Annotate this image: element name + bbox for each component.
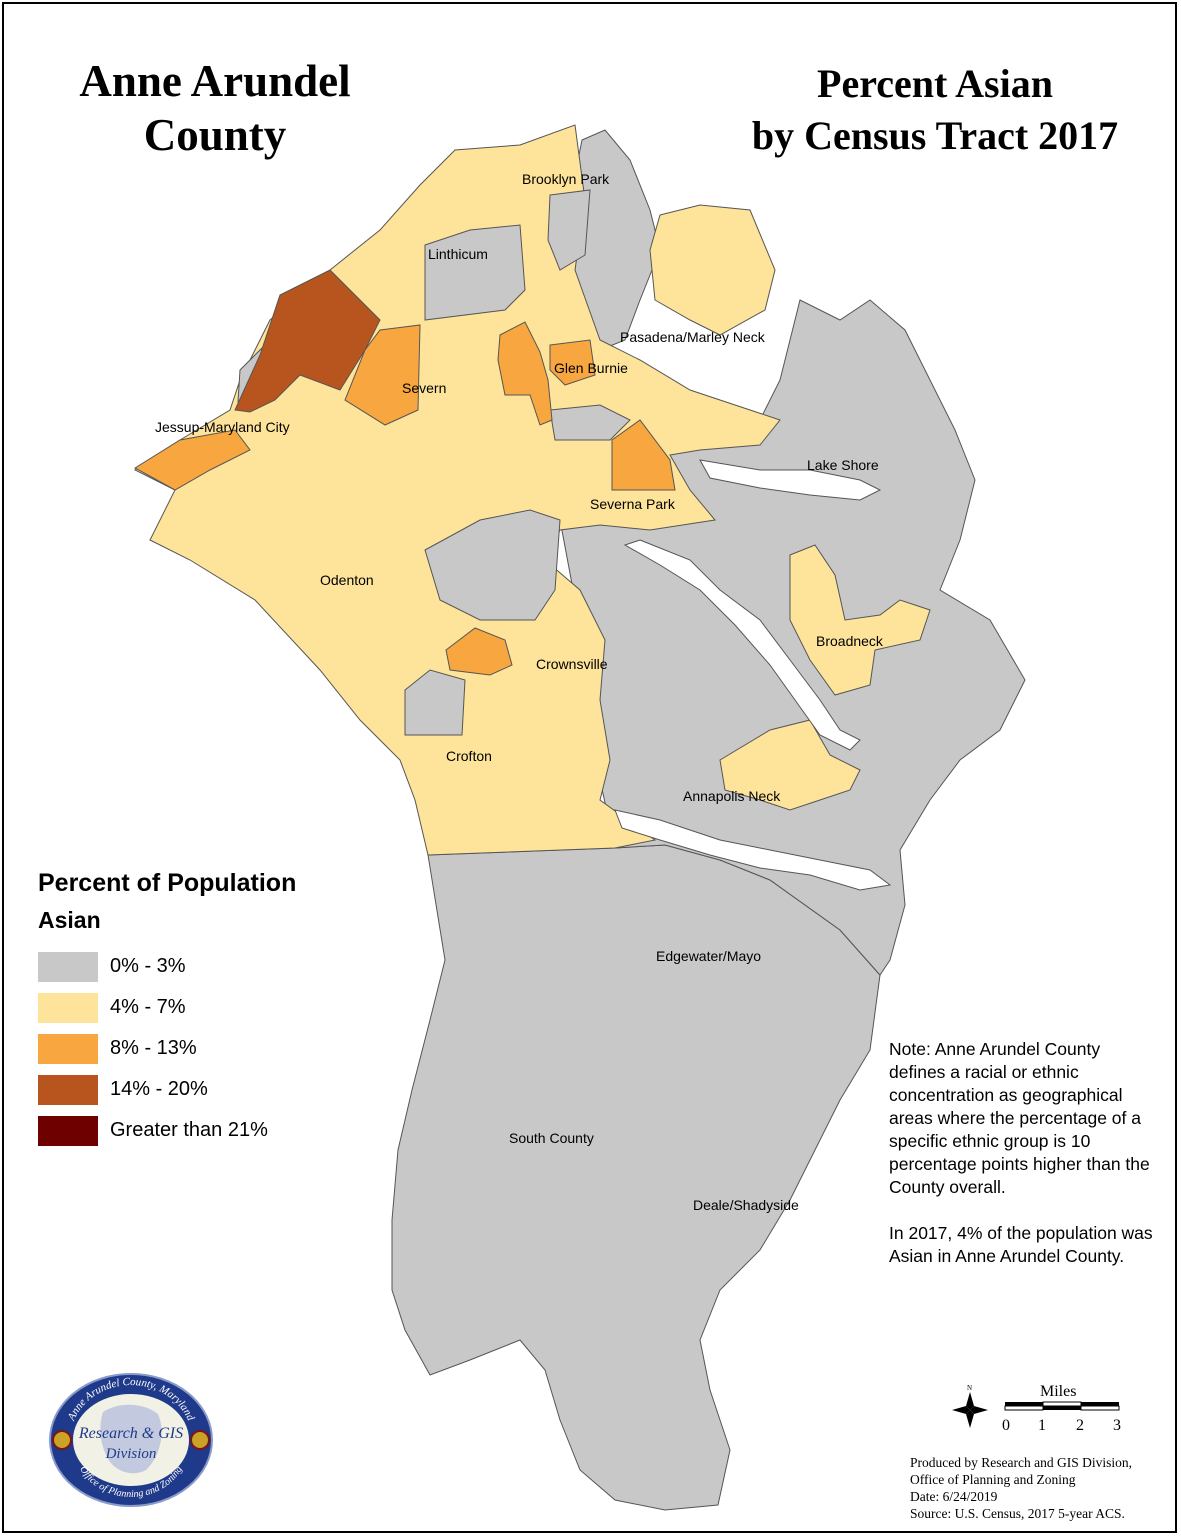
credit-line: Date: 6/24/2019 <box>910 1489 998 1504</box>
county-title-line1: Anne Arundel <box>79 56 351 106</box>
south-river <box>614 809 892 891</box>
region-crownsville-mid[interactable] <box>445 627 513 676</box>
label-south-county: South County <box>509 1130 594 1146</box>
legend-label: 4% - 7% <box>110 996 186 1018</box>
svg-text:N: N <box>967 1384 972 1392</box>
region-crofton-gray[interactable] <box>404 669 466 736</box>
map-title-line2: by Census Tract 2017 <box>751 113 1119 158</box>
label-annapolis-neck: Annapolis Neck <box>683 788 781 804</box>
legend-swatch <box>38 951 98 982</box>
region-south-county[interactable] <box>391 844 881 1511</box>
credit-line: Produced by Research and GIS Division, <box>910 1455 1132 1470</box>
legend: Percent of Population Asian 0% - 3% 4% -… <box>38 866 296 1151</box>
legend-item: 4% - 7% <box>38 987 296 1028</box>
label-linthicum: Linthicum <box>428 246 488 262</box>
region-jessup-high[interactable] <box>234 269 381 413</box>
map-title: Percent Asian by Census Tract 2017 <box>720 58 1150 162</box>
legend-subtitle: Asian <box>38 907 101 933</box>
region-severna-park-mid[interactable] <box>611 419 676 491</box>
legend-label: Greater than 21% <box>110 1119 268 1141</box>
scale-tick: 0 <box>1002 1417 1010 1434</box>
label-deale-shadyside: Deale/Shadyside <box>693 1197 799 1213</box>
region-glen-burnie-mid[interactable] <box>497 321 553 426</box>
label-glen-burnie: Glen Burnie <box>554 360 628 376</box>
legend-swatch <box>38 1115 98 1146</box>
label-odenton: Odenton <box>320 572 374 588</box>
label-broadneck: Broadneck <box>816 633 884 649</box>
label-jessup: Jessup-Maryland City <box>155 419 290 435</box>
seal-icon <box>190 1430 210 1450</box>
legend-swatch <box>38 992 98 1023</box>
legend-item: 8% - 13% <box>38 1028 296 1069</box>
concentration-note: Note: Anne Arundel County defines a raci… <box>889 1038 1159 1291</box>
region-brooklyn-park-tract[interactable] <box>547 189 591 271</box>
region-severn-mid[interactable] <box>344 324 421 426</box>
legend-item: 0% - 3% <box>38 946 296 987</box>
research-gis-logo: Anne Arundel County, Maryland Office of … <box>49 1373 213 1507</box>
credits: Produced by Research and GIS Division, O… <box>910 1454 1175 1522</box>
scale-tick: 3 <box>1113 1417 1121 1434</box>
magothy-river <box>699 459 882 501</box>
region-broadneck[interactable] <box>789 544 931 696</box>
label-crofton: Crofton <box>446 748 492 764</box>
county-title-line2: County <box>143 110 287 160</box>
scale-segments <box>1004 1401 1120 1411</box>
label-brooklyn-park: Brooklyn Park <box>522 171 610 187</box>
legend-label: 14% - 20% <box>110 1078 208 1100</box>
logo-center-line1: Research & GIS <box>78 1425 183 1442</box>
region-maryland-city-mid[interactable] <box>134 429 251 491</box>
county-title: Anne Arundel County <box>40 54 390 162</box>
label-severn: Severn <box>402 380 446 396</box>
seal-icon <box>52 1430 72 1450</box>
note-county-share: In 2017, 4% of the population was Asian … <box>889 1223 1153 1266</box>
region-annapolis-neck[interactable] <box>719 719 861 811</box>
logo-center-line2: Division <box>105 1446 157 1462</box>
north-arrow-icon: N <box>952 1384 988 1428</box>
region-glen-burnie-mid-2[interactable] <box>549 339 596 386</box>
region-glen-burnie-gray[interactable] <box>549 404 631 441</box>
region-crownsville-gray[interactable] <box>424 509 561 621</box>
legend-swatch <box>38 1033 98 1064</box>
label-severna-park: Severna Park <box>590 496 676 512</box>
scale-bar: N Miles 0 1 2 3 <box>952 1383 1121 1434</box>
map-title-line1: Percent Asian <box>817 61 1053 106</box>
legend-title: Percent of Population <box>38 869 297 897</box>
label-pasadena: Pasadena/Marley Neck <box>620 329 766 345</box>
label-crownsville: Crownsville <box>536 656 608 672</box>
label-edgewater-mayo: Edgewater/Mayo <box>656 948 761 964</box>
region-marley-neck[interactable] <box>649 204 776 336</box>
credit-line: Source: U.S. Census, 2017 5-year ACS. <box>910 1506 1125 1521</box>
scale-unit: Miles <box>1040 1383 1076 1400</box>
legend-label: 8% - 13% <box>110 1037 197 1059</box>
legend-label: 0% - 3% <box>110 955 186 977</box>
note-definition: Note: Anne Arundel County defines a raci… <box>889 1039 1150 1197</box>
place-labels: Brooklyn Park Linthicum Pasadena/Marley … <box>155 171 884 1213</box>
scale-tick: 2 <box>1076 1417 1084 1434</box>
legend-item: 14% - 20% <box>38 1069 296 1110</box>
label-lake-shore: Lake Shore <box>807 457 879 473</box>
credit-line: Office of Planning and Zoning <box>910 1472 1076 1487</box>
legend-swatch <box>38 1074 98 1105</box>
scale-tick: 1 <box>1038 1417 1046 1434</box>
legend-item: Greater than 21% <box>38 1110 296 1151</box>
region-linthicum[interactable] <box>424 224 526 321</box>
severn-river <box>623 539 861 751</box>
